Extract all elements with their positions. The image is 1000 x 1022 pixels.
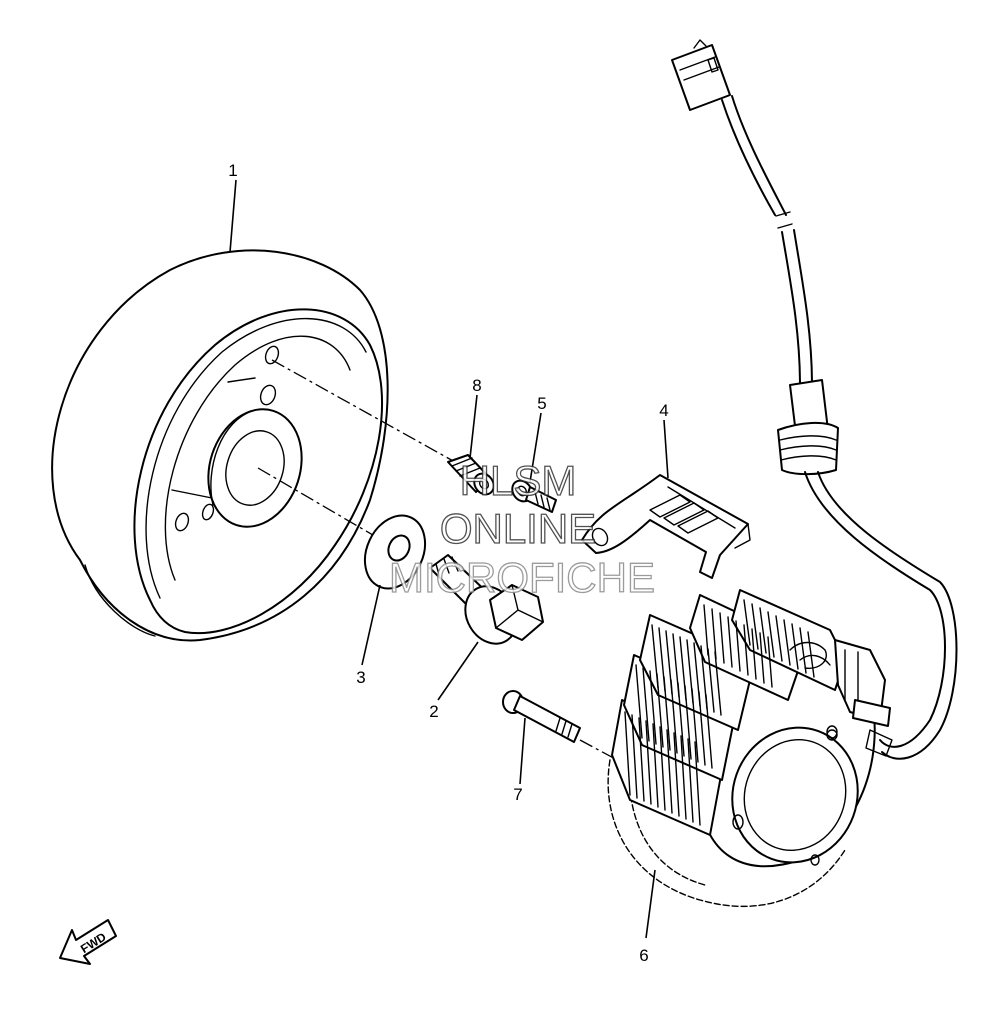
callout-group-2: 2 bbox=[429, 641, 479, 721]
rotor-part[interactable] bbox=[51, 249, 389, 642]
callout-group-7: 7 bbox=[513, 717, 526, 804]
washer-part-3[interactable] bbox=[354, 506, 437, 599]
callout-group-6: 6 bbox=[639, 869, 656, 965]
wire-harness[interactable] bbox=[671, 39, 958, 760]
callout-group-5: 5 bbox=[529, 394, 547, 483]
callout-group-8: 8 bbox=[469, 376, 482, 459]
stator-part-6[interactable] bbox=[607, 589, 891, 908]
watermark-line-3: MICROFICHE bbox=[389, 554, 655, 601]
watermark-line-2: ONLINE bbox=[440, 505, 596, 552]
watermark: HLSM ONLINE MICROFICHE bbox=[388, 456, 655, 601]
callout-number-4: 4 bbox=[659, 401, 668, 420]
callout-number-5: 5 bbox=[537, 394, 546, 413]
alignment-line-bolt-8 bbox=[271, 359, 456, 463]
watermark-line-1: HLSM bbox=[460, 457, 577, 504]
screw-part-5[interactable] bbox=[508, 477, 557, 513]
callout-number-1: 1 bbox=[228, 161, 237, 180]
callout-group-3: 3 bbox=[356, 584, 381, 687]
alignment-line-hub bbox=[257, 467, 391, 546]
callout-number-7: 7 bbox=[513, 785, 522, 804]
bolt-part-2[interactable] bbox=[429, 554, 544, 653]
bolt-part-7[interactable] bbox=[502, 690, 581, 743]
alignment-line-bolt-7 bbox=[579, 739, 739, 826]
callout-number-6: 6 bbox=[639, 946, 648, 965]
screw-part-8[interactable] bbox=[447, 454, 498, 498]
callout-group-4: 4 bbox=[659, 401, 669, 479]
callout-group-1: 1 bbox=[228, 161, 238, 253]
callout-number-3: 3 bbox=[356, 668, 365, 687]
bracket-part-4[interactable] bbox=[581, 474, 751, 579]
callout-number-8: 8 bbox=[472, 376, 481, 395]
forward-arrow-icon: FWD bbox=[59, 919, 117, 965]
callout-number-2: 2 bbox=[429, 702, 438, 721]
